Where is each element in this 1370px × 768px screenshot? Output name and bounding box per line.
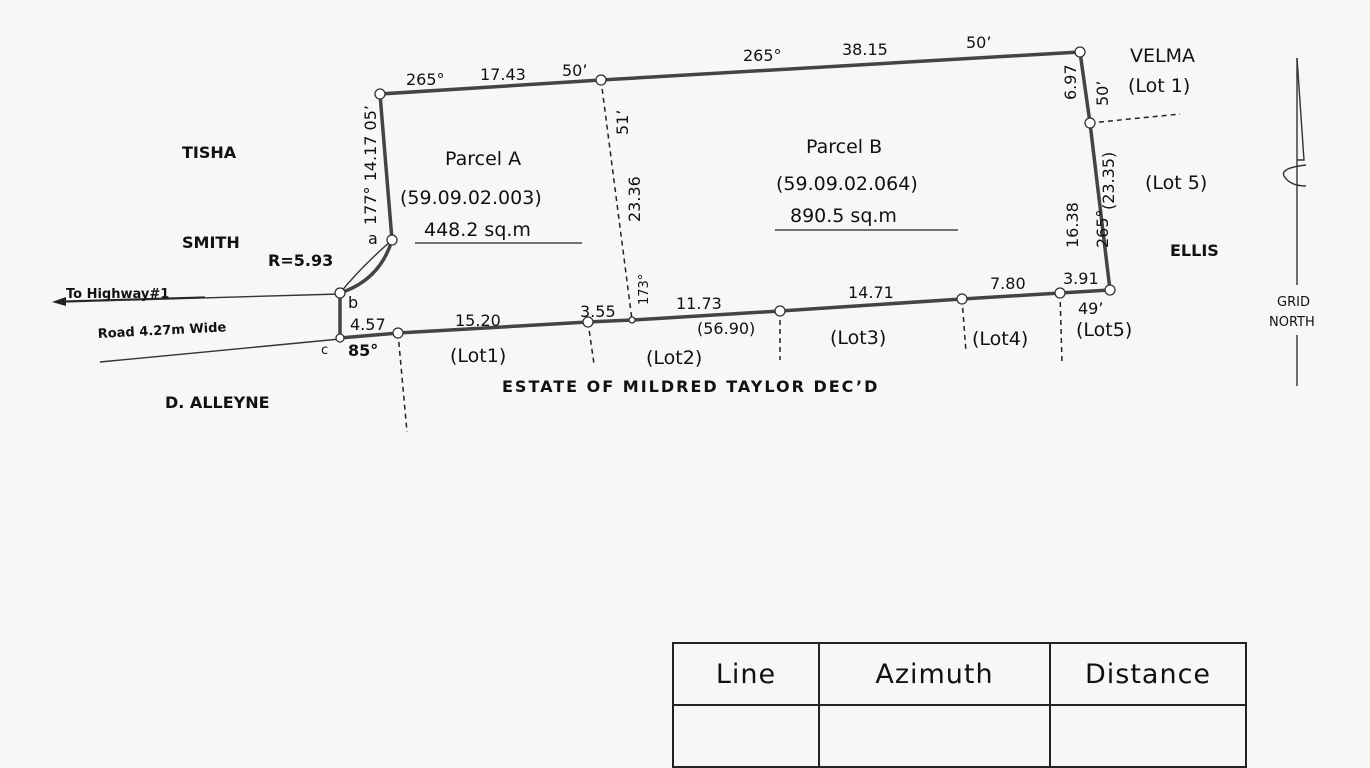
parcel-a-name: Parcel A <box>445 148 521 170</box>
lot-divider-4 <box>961 298 967 353</box>
bottom-lot-4: (Lot4) <box>972 328 1028 350</box>
road-width-label: Road 4.27m Wide <box>97 320 226 342</box>
dim-top-a-min: 50’ <box>562 61 587 80</box>
node <box>582 316 594 328</box>
lot-divider-2 <box>587 321 595 365</box>
header-distance: Distance <box>1049 642 1247 706</box>
bottom-lot-2: (Lot2) <box>646 347 702 369</box>
node <box>1104 284 1116 296</box>
point-c-label: c <box>321 343 328 358</box>
parcel-a-area: 448.2 sq.m <box>424 219 531 241</box>
dim-top-a-bearing: 265° <box>406 70 445 89</box>
node <box>392 327 404 339</box>
dim-right-total: (23.35) <box>1099 152 1118 210</box>
dim-mid-bearing: 173° <box>637 274 652 305</box>
line-table: Line Azimuth Distance <box>672 642 1247 768</box>
table-cell <box>672 704 820 768</box>
table-cell <box>1049 704 1247 768</box>
header-azimuth: Azimuth <box>818 642 1051 706</box>
lot-divider-5 <box>1059 292 1063 363</box>
bottom-lot-1: (Lot1) <box>450 345 506 367</box>
neighbor-lot1-top: (Lot 1) <box>1128 75 1190 97</box>
north-arrow-icon <box>1296 57 1305 161</box>
north-label-1: GRID <box>1277 295 1310 310</box>
parcel-a-id: (59.09.02.003) <box>400 187 542 209</box>
node <box>1084 117 1096 129</box>
dim-top-a-dist: 17.43 <box>480 65 526 84</box>
dim-mid-min: 51’ <box>613 110 632 135</box>
dim-b2: 15.20 <box>455 311 501 330</box>
estate-label: ESTATE OF MILDRED TAYLOR DEC’D <box>502 377 879 396</box>
lot-divider-1 <box>397 332 408 433</box>
node <box>595 74 607 86</box>
dim-right-top-dist: 6.97 <box>1061 64 1080 100</box>
node <box>386 234 398 246</box>
north-compass-icon <box>1282 164 1307 187</box>
parcel-b-area: 890.5 sq.m <box>790 205 897 227</box>
dim-b3: 3.55 <box>580 302 616 321</box>
node <box>628 316 636 324</box>
dim-top-b-bearing: 265° <box>743 46 782 65</box>
curve-radius: R=5.93 <box>268 251 333 270</box>
neighbor-smith: SMITH <box>182 233 240 252</box>
dim-b6: 7.80 <box>990 274 1026 293</box>
bottom-lot-5: (Lot5) <box>1076 319 1132 341</box>
dim-b7: 3.91 <box>1063 269 1099 288</box>
point-b-label: b <box>348 293 358 312</box>
node <box>374 88 386 100</box>
neighbor-velma: VELMA <box>1130 45 1195 67</box>
node <box>1074 46 1086 58</box>
node <box>1054 287 1066 299</box>
table-header-row: Line Azimuth Distance <box>672 642 1247 706</box>
neighbor-tisha: TISHA <box>182 143 237 162</box>
survey-plan: Parcel A (59.09.02.003) 448.2 sq.m Parce… <box>52 33 1315 433</box>
node <box>335 333 345 343</box>
dim-left-bearing: 177° 14.17 05’ <box>361 105 380 225</box>
header-line: Line <box>672 642 820 706</box>
dim-b4: 11.73 <box>676 294 722 313</box>
dim-b-c-angle: 85° <box>348 341 378 360</box>
neighbor-alleyne: D. ALLEYNE <box>165 393 270 412</box>
neighbor-lot5-side: (Lot 5) <box>1145 172 1207 194</box>
to-highway-underline <box>65 296 206 302</box>
node <box>334 287 346 299</box>
road-bottom-line <box>99 338 341 363</box>
dim-b5: 14.71 <box>848 283 894 302</box>
parcel-divider <box>600 79 633 321</box>
dim-right-bottom-bearing: 265° <box>1093 209 1112 248</box>
table-row <box>672 704 1247 768</box>
node <box>774 305 786 317</box>
dim-top-b-dist: 38.15 <box>842 40 888 59</box>
node <box>956 293 968 305</box>
curve-arc <box>339 239 393 294</box>
dim-right-bottom-dist: 16.38 <box>1063 202 1082 248</box>
dim-mid-dist: 23.36 <box>625 176 644 222</box>
table-cell <box>818 704 1051 768</box>
point-a-label: a <box>368 229 378 248</box>
dim-bottom-total: (56.90) <box>697 319 755 338</box>
bottom-lot-3: (Lot3) <box>830 327 886 349</box>
north-label-2: NORTH <box>1269 315 1315 330</box>
lot-divider-velma <box>1089 113 1181 124</box>
arrow-icon <box>52 297 66 306</box>
dim-b7-min: 49’ <box>1078 299 1103 318</box>
dim-right-top-min: 50’ <box>1093 81 1112 106</box>
dim-b1: 4.57 <box>350 315 386 334</box>
dim-top-b-min: 50’ <box>966 33 991 52</box>
neighbor-ellis: ELLIS <box>1170 241 1219 260</box>
parcel-b-name: Parcel B <box>806 136 882 158</box>
road-top-line <box>61 293 341 303</box>
parcel-b-id: (59.09.02.064) <box>776 173 918 195</box>
